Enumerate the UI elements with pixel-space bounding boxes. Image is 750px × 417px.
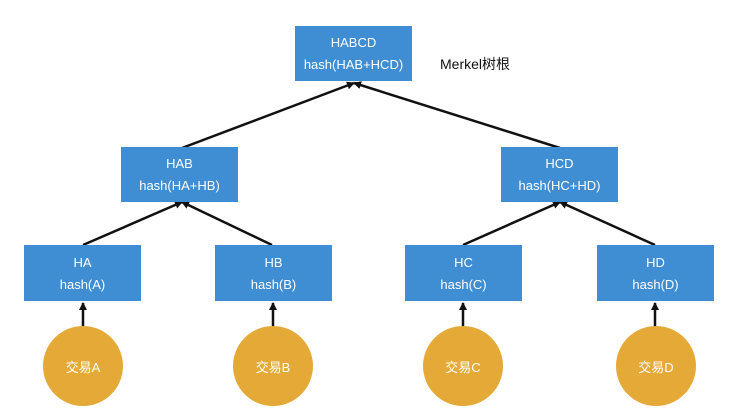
node-hb-formula: hash(B) bbox=[250, 276, 297, 292]
node-hb: HB hash(B) bbox=[215, 245, 332, 301]
node-hab: HAB hash(HA+HB) bbox=[121, 147, 238, 202]
leaf-transaction-a: 交易A bbox=[43, 326, 123, 406]
edge-hab-to-habcd bbox=[181, 81, 355, 150]
node-hc-name: HC bbox=[454, 254, 473, 270]
node-hc-formula: hash(C) bbox=[440, 276, 487, 292]
node-hab-formula: hash(HA+HB) bbox=[139, 178, 220, 193]
leaf-transaction-d: 交易D bbox=[616, 326, 696, 406]
node-ha: HA hash(A) bbox=[24, 245, 141, 301]
node-hcd-name: HCD bbox=[545, 156, 574, 171]
node-hd-name: HD bbox=[646, 254, 665, 270]
node-ha-formula: hash(A) bbox=[59, 276, 106, 292]
node-hab-name: HAB bbox=[166, 156, 193, 171]
merkle-root-label: Merkel树根 bbox=[440, 56, 511, 72]
edge-ha-to-hab bbox=[82, 200, 183, 247]
leaf-transaction-c: 交易C bbox=[423, 326, 503, 406]
node-hcd: HCD hash(HC+HD) bbox=[501, 147, 618, 202]
node-hd-formula: hash(D) bbox=[632, 276, 679, 292]
node-hb-name: HB bbox=[264, 254, 283, 270]
node-hc: HC hash(C) bbox=[405, 245, 522, 301]
node-hcd-formula: hash(HC+HD) bbox=[518, 178, 601, 193]
edge-hc-to-hcd bbox=[462, 200, 561, 247]
node-habcd-formula: hash(HAB+HCD) bbox=[303, 57, 404, 72]
edge-hb-to-hab bbox=[181, 200, 273, 247]
node-habcd: HABCD hash(HAB+HCD) bbox=[295, 26, 412, 81]
node-habcd-name: HABCD bbox=[330, 35, 377, 50]
leaf-transaction-b: 交易B bbox=[233, 326, 313, 406]
edge-hcd-to-habcd bbox=[353, 81, 561, 150]
edge-hd-to-hcd bbox=[559, 200, 656, 247]
node-hd: HD hash(D) bbox=[597, 245, 714, 301]
node-ha-name: HA bbox=[73, 254, 92, 270]
